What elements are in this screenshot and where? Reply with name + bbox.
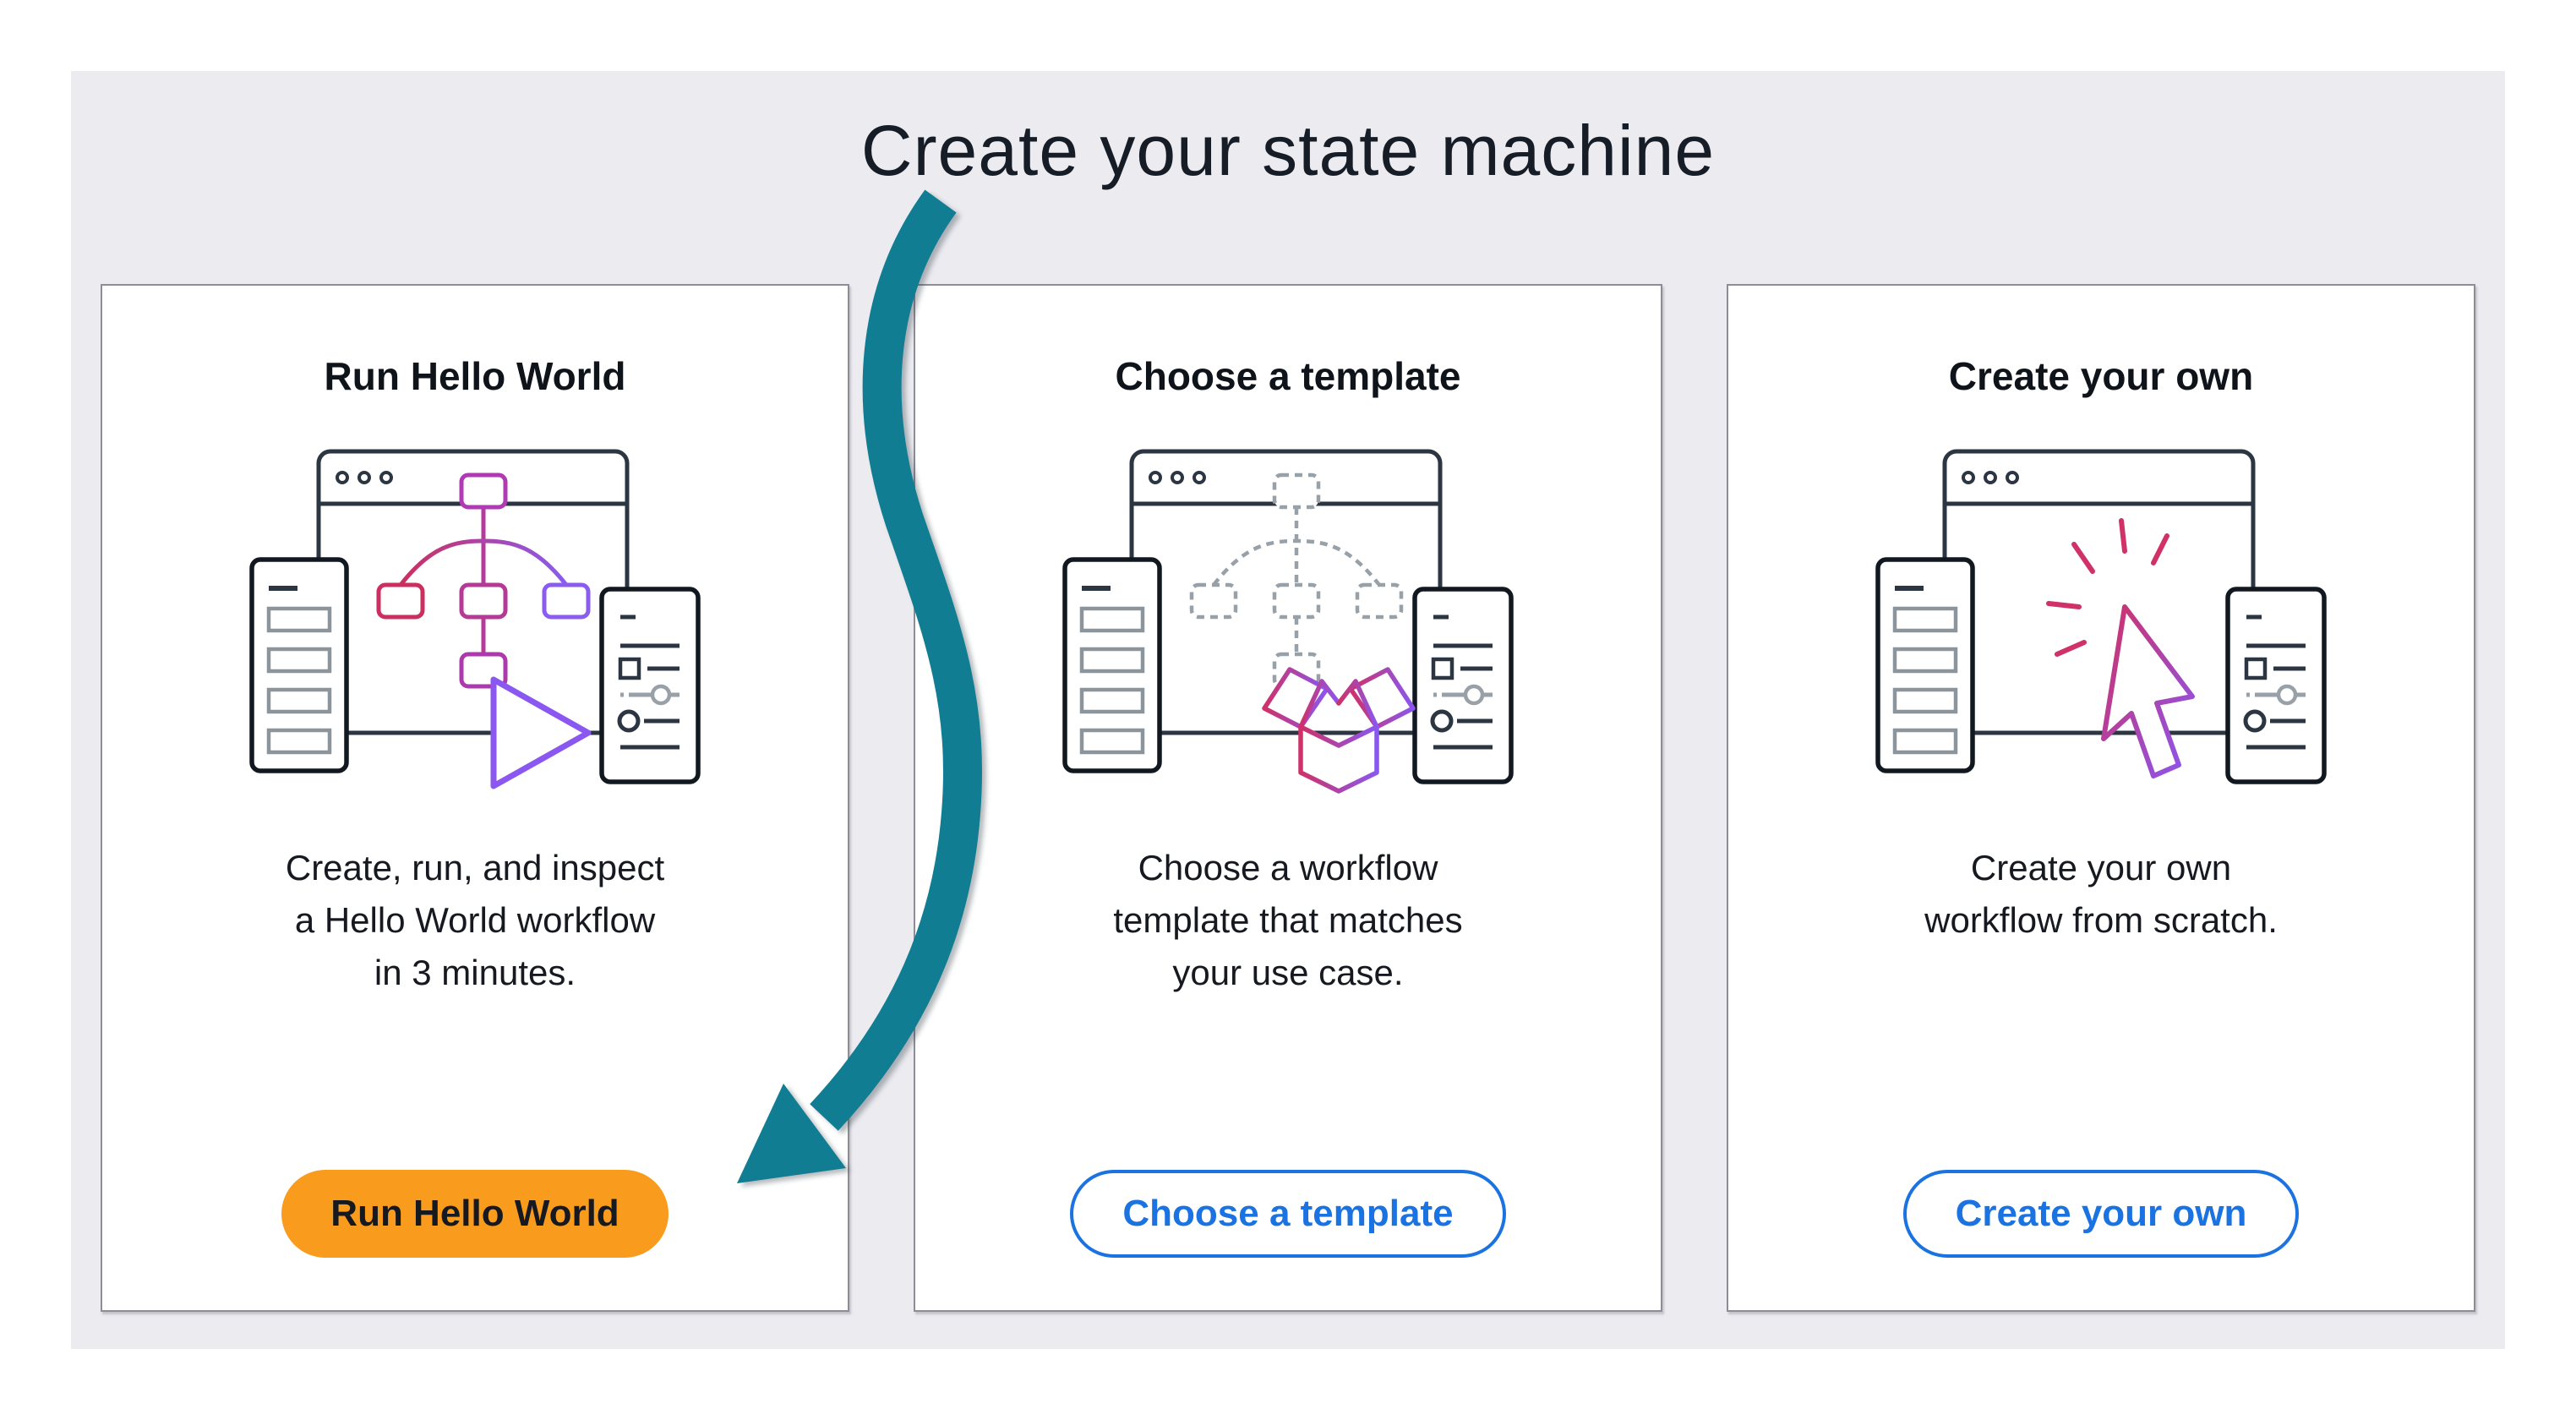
chooser-panel: Create your state machine Run Hello Worl…	[71, 71, 2505, 1349]
create-your-own-button[interactable]: Create your own	[1902, 1170, 2300, 1258]
package-box-icon	[1262, 657, 1416, 794]
card-title: Run Hello World	[324, 354, 626, 398]
create-your-own-illustration	[1875, 449, 2327, 784]
card-description: Create your own workflow from scratch.	[1924, 848, 2278, 940]
choose-template-illustration	[1062, 449, 1514, 794]
browser-window-icon	[1942, 449, 2256, 735]
cursor-click-icon	[2046, 518, 2195, 778]
workflow-graph-icon	[376, 472, 591, 689]
card-create-your-own: Create your own	[1727, 284, 2475, 1312]
form-panel-icon	[1875, 557, 1975, 773]
form-panel-icon	[249, 557, 349, 773]
card-description: Create, run, and inspect a Hello World w…	[285, 848, 665, 992]
page-title: Create your state machine	[860, 111, 1716, 190]
card-description: Choose a workflow template that matches …	[1113, 848, 1463, 992]
card-title: Choose a template	[1115, 354, 1461, 398]
card-choose-template: Choose a template	[914, 284, 1662, 1312]
choose-template-button[interactable]: Choose a template	[1070, 1170, 1506, 1258]
settings-panel-icon	[2225, 587, 2327, 784]
play-icon	[490, 676, 592, 789]
form-panel-icon	[1062, 557, 1162, 773]
run-hello-world-button[interactable]: Run Hello World	[281, 1170, 669, 1258]
settings-panel-icon	[1412, 587, 1514, 784]
hello-world-illustration	[249, 449, 701, 789]
card-title: Create your own	[1948, 354, 2254, 398]
card-row: Run Hello World	[71, 284, 2505, 1312]
settings-panel-icon	[599, 587, 701, 784]
card-run-hello-world: Run Hello World	[101, 284, 849, 1312]
